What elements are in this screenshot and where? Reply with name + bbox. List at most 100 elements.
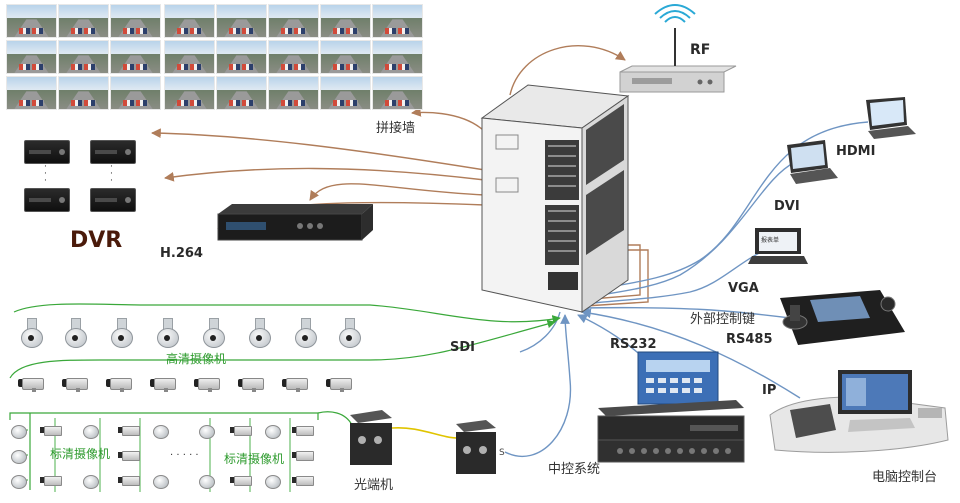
hd-bullet-camera: [326, 376, 356, 392]
fiber-transceiver-label: 光端机: [354, 478, 394, 493]
hd-camera-label: 高清摄像机: [166, 352, 227, 366]
wire-hd-bullet: [9, 319, 556, 379]
video-wall-tile: [58, 4, 109, 38]
central-control-label: 中控系统: [548, 462, 601, 477]
wire-to-dvr-mid: [164, 167, 486, 182]
sd-camera: [40, 425, 62, 437]
dvr-unit: [24, 188, 70, 212]
video-wall-tile: [110, 76, 161, 110]
central-control-unit: [597, 351, 745, 463]
pc-console-desk: [769, 370, 949, 453]
video-wall-tile: [320, 4, 371, 38]
video-wall-label: 拼接墙: [376, 121, 416, 136]
hd-dome-camera: [108, 318, 134, 348]
dvr-unit: [24, 140, 70, 164]
hd-dome-camera: [62, 318, 88, 348]
wire-hd-dome: [13, 303, 561, 324]
sd-camera: [230, 425, 252, 437]
hd-bullet-camera: [106, 376, 136, 392]
video-wall-tile: [268, 76, 319, 110]
video-wall-tile: [372, 40, 423, 74]
sd-camera: [118, 450, 140, 462]
sd-camera: [118, 425, 140, 437]
dvr-unit: [90, 140, 136, 164]
dvi-label: DVI: [774, 199, 800, 214]
video-wall-tile: [216, 76, 267, 110]
video-wall-tile: [58, 76, 109, 110]
laptop-hdmi: [866, 97, 916, 139]
video-wall-tile: [6, 40, 57, 74]
wire-to-dvr-top: [151, 128, 486, 171]
sd-camera: [292, 475, 314, 487]
sd-camera-label-right: 标清摄像机: [224, 452, 285, 466]
dvr-stack-dots: · · ·: [110, 162, 113, 186]
ptz-keyboard: [780, 290, 905, 345]
wire-to-encoder: [309, 183, 486, 201]
video-wall-tile: [164, 40, 215, 74]
video-wall-tile: [216, 40, 267, 74]
sd-camera: [40, 475, 62, 487]
wire-ip: [581, 308, 801, 399]
sd-camera: [262, 475, 284, 489]
video-wall-tile: [268, 40, 319, 74]
video-wall-tile: [6, 76, 57, 110]
matrix-cabinet: [480, 84, 630, 313]
fiber-transceiver-2: [456, 420, 496, 474]
sd-camera: [8, 425, 30, 439]
external-keyboard-label: 外部控制键: [690, 312, 756, 327]
video-wall-tile: [320, 40, 371, 74]
rs232-label: RS232: [610, 337, 657, 352]
laptop-screen-text: 报表单: [761, 237, 780, 244]
wire-to-rf: [509, 45, 626, 96]
hd-dome-camera: [200, 318, 226, 348]
video-wall-tile: [216, 4, 267, 38]
rs485-label: RS485: [726, 332, 773, 347]
sd-camera: [150, 425, 172, 439]
hd-bullet-camera: [282, 376, 312, 392]
laptop-vga: [748, 228, 808, 264]
sdi-label: SDI: [450, 340, 475, 355]
video-wall-tile: [110, 4, 161, 38]
dvr-unit: [90, 188, 136, 212]
wire-fiber: [504, 314, 572, 458]
sd-camera: [118, 475, 140, 487]
h264-encoder: [217, 204, 373, 241]
dvr-stack-dots: · · ·: [44, 162, 47, 186]
sd-camera: [196, 425, 218, 439]
dvr-label: DVR: [70, 228, 123, 253]
hd-bullet-camera: [62, 376, 92, 392]
video-wall-tile: [164, 76, 215, 110]
sd-camera: [150, 475, 172, 489]
sd-camera: [292, 425, 314, 437]
hd-dome-camera: [154, 318, 180, 348]
sd-camera-label-left: 标清摄像机: [50, 447, 111, 461]
hd-dome-camera: [336, 318, 362, 348]
wire-vga: [577, 247, 771, 309]
video-wall-tile: [372, 4, 423, 38]
sd-camera: [230, 475, 252, 487]
camera-ellipsis: · · · · ·: [170, 450, 199, 461]
wire-fiber-optic: [391, 427, 459, 439]
rf-transmitter: [619, 4, 737, 93]
fiber-transceiver-1: [350, 410, 392, 465]
wire-to-video-wall: [411, 107, 484, 131]
vga-label: VGA: [728, 281, 759, 296]
rf-label: RF: [690, 42, 711, 58]
ip-label: IP: [762, 383, 777, 398]
wire-rs485: [579, 302, 791, 319]
video-wall-tile: [268, 4, 319, 38]
hd-dome-camera: [18, 318, 44, 348]
hd-dome-camera: [246, 318, 272, 348]
sd-camera: [262, 425, 284, 439]
sd-camera: [8, 475, 30, 489]
video-wall-tile: [110, 40, 161, 74]
fiber-s-label: S: [499, 448, 505, 458]
video-wall-tile: [6, 4, 57, 38]
hdmi-label: HDMI: [836, 144, 876, 159]
video-wall-tile: [320, 76, 371, 110]
hd-bullet-camera: [18, 376, 48, 392]
h264-label: H.264: [160, 246, 203, 261]
sd-camera: [8, 450, 30, 464]
